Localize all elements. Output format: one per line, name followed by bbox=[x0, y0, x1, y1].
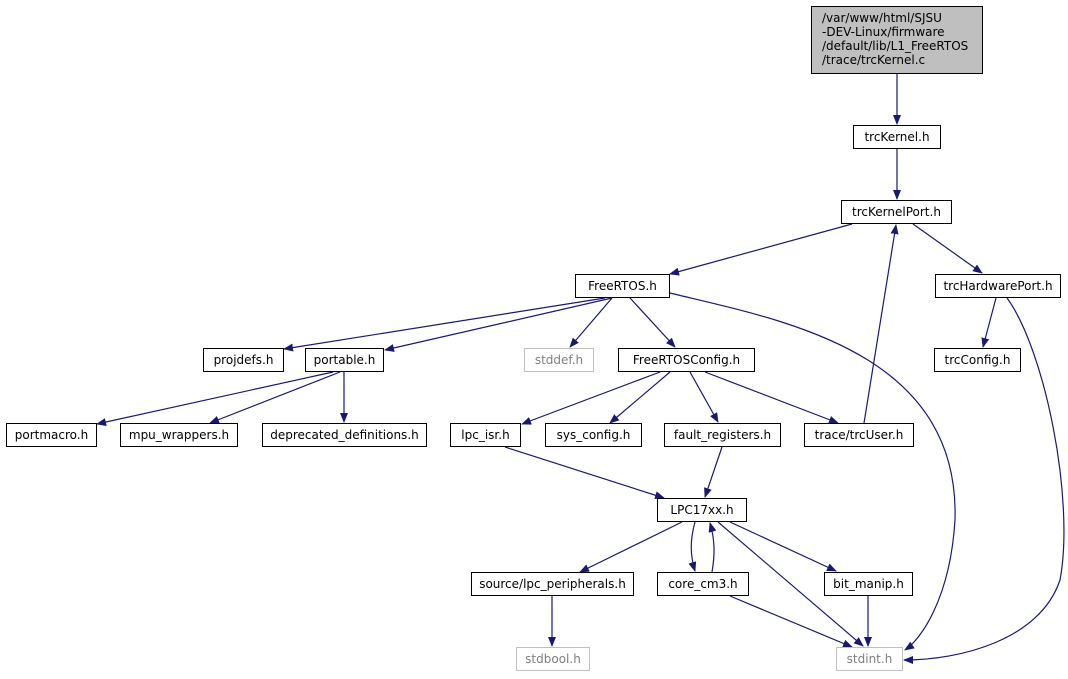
edge-FreeRTOS-h-to-portable-h bbox=[384, 297, 613, 352]
node-label: LPC17xx.h bbox=[670, 503, 734, 517]
edge-core-cm3-h-to-stdint-h bbox=[729, 595, 853, 648]
node-label: source/lpc_peripherals.h bbox=[479, 577, 626, 591]
edge-LPC17xx-h-to-bit-manip-h bbox=[729, 521, 837, 572]
node-label: portable.h bbox=[313, 353, 376, 367]
node-label: trcHardwarePort.h bbox=[943, 279, 1053, 293]
edge-trace-trcUser-h-to-trcKernelPort-h bbox=[863, 224, 899, 424]
edge-FreeRTOSConfig-h-to-fault-registers-h bbox=[689, 371, 719, 423]
edge-trcHardwarePort-h-to-stdint-h bbox=[903, 297, 1065, 664]
edge-FreeRTOSConfig-h-to-sys-config-h bbox=[609, 371, 671, 424]
edge-portable-h-to-mpu-wrappers-h bbox=[209, 371, 341, 424]
node-LPC17xx-h[interactable]: LPC17xx.h bbox=[657, 498, 747, 522]
edge-LPC17xx-h-to-source-lpc-peripherals-h bbox=[579, 521, 683, 573]
node-label: FreeRTOSConfig.h bbox=[632, 353, 741, 367]
node-stdbool-h: stdbool.h bbox=[516, 647, 590, 671]
node-trcConfig-h[interactable]: trcConfig.h bbox=[934, 348, 1021, 372]
node-stddef-h: stddef.h bbox=[524, 348, 594, 372]
node-core-cm3-h[interactable]: core_cm3.h bbox=[657, 572, 749, 596]
node-sys-config-h[interactable]: sys_config.h bbox=[545, 423, 642, 447]
edge-fault-registers-h-to-LPC17xx-h bbox=[704, 446, 723, 498]
edge-FreeRTOS-h-to-stddef-h bbox=[569, 297, 613, 348]
node-label: FreeRTOS.h bbox=[588, 279, 657, 293]
node-label: trcKernel.h bbox=[864, 130, 930, 144]
node-trcKernel-h[interactable]: trcKernel.h bbox=[853, 125, 941, 149]
node-FreeRTOSConfig-h[interactable]: FreeRTOSConfig.h bbox=[618, 348, 755, 372]
edge-trcKernelPort-h-to-FreeRTOS-h bbox=[669, 223, 853, 276]
edge-FreeRTOS-h-to-stdint-h bbox=[669, 292, 956, 651]
node-projdefs-h[interactable]: projdefs.h bbox=[203, 348, 284, 372]
node-label: trace/trcUser.h bbox=[814, 428, 904, 442]
node-portmacro-h[interactable]: portmacro.h bbox=[6, 423, 97, 447]
node-label: mpu_wrappers.h bbox=[128, 428, 230, 442]
node-lpc-isr-h[interactable]: lpc_isr.h bbox=[450, 423, 521, 447]
node-label: deprecated_definitions.h bbox=[270, 428, 419, 442]
node-trcHardwarePort-h[interactable]: trcHardwarePort.h bbox=[935, 274, 1061, 298]
node-label: projdefs.h bbox=[213, 353, 274, 367]
edge-trcHardwarePort-h-to-trcConfig-h bbox=[981, 297, 997, 348]
edge-lpc-isr-h-to-LPC17xx-h bbox=[504, 446, 665, 500]
edge-FreeRTOS-h-to-FreeRTOSConfig-h bbox=[629, 297, 676, 348]
node-source-lpc-peripherals-h[interactable]: source/lpc_peripherals.h bbox=[471, 572, 634, 596]
node-label: trcKernelPort.h bbox=[852, 205, 941, 219]
node-label: stdint.h bbox=[846, 652, 893, 666]
node-trcKernelPort-h[interactable]: trcKernelPort.h bbox=[841, 200, 952, 224]
node-FreeRTOS-h[interactable]: FreeRTOS.h bbox=[575, 274, 670, 298]
node-label: core_cm3.h bbox=[668, 577, 738, 591]
node-label: fault_registers.h bbox=[673, 428, 772, 442]
node-fault-registers-h[interactable]: fault_registers.h bbox=[664, 423, 781, 447]
node-deprecated-definitions-h[interactable]: deprecated_definitions.h bbox=[262, 423, 427, 447]
edge-core-cm3-h-to-LPC17xx-h bbox=[708, 522, 717, 573]
edge-LPC17xx-h-to-stdint-h bbox=[717, 521, 864, 647]
edge-FreeRTOSConfig-h-to-lpc-isr-h bbox=[521, 371, 661, 425]
node-label: portmacro.h bbox=[14, 428, 89, 442]
edge-trcKernelPort-h-to-trcHardwarePort-h bbox=[912, 223, 983, 274]
root-node[interactable]: /var/www/html/SJSU -DEV-Linux/firmware /… bbox=[811, 6, 983, 74]
edge-FreeRTOSConfig-h-to-trace-trcUser-h bbox=[704, 371, 839, 424]
edge-FreeRTOS-h-to-projdefs-h bbox=[283, 297, 606, 352]
root-label: /var/www/html/SJSU -DEV-Linux/firmware /… bbox=[822, 11, 969, 67]
node-label: stdbool.h bbox=[525, 652, 581, 666]
node-label: trcConfig.h bbox=[944, 353, 1011, 367]
node-stdint-h: stdint.h bbox=[836, 647, 903, 671]
node-portable-h[interactable]: portable.h bbox=[305, 348, 384, 372]
edges bbox=[96, 74, 1065, 664]
node-label: lpc_isr.h bbox=[461, 428, 510, 442]
node-trace-trcUser-h[interactable]: trace/trcUser.h bbox=[804, 423, 914, 447]
node-label: sys_config.h bbox=[556, 428, 631, 442]
edge-portable-h-to-portmacro-h bbox=[96, 371, 334, 426]
node-label: bit_manip.h bbox=[833, 577, 904, 591]
node-label: stddef.h bbox=[534, 353, 584, 367]
edge-LPC17xx-h-to-core-cm3-h bbox=[688, 521, 697, 572]
node-mpu-wrappers-h[interactable]: mpu_wrappers.h bbox=[120, 423, 238, 447]
node-bit-manip-h[interactable]: bit_manip.h bbox=[824, 572, 913, 596]
